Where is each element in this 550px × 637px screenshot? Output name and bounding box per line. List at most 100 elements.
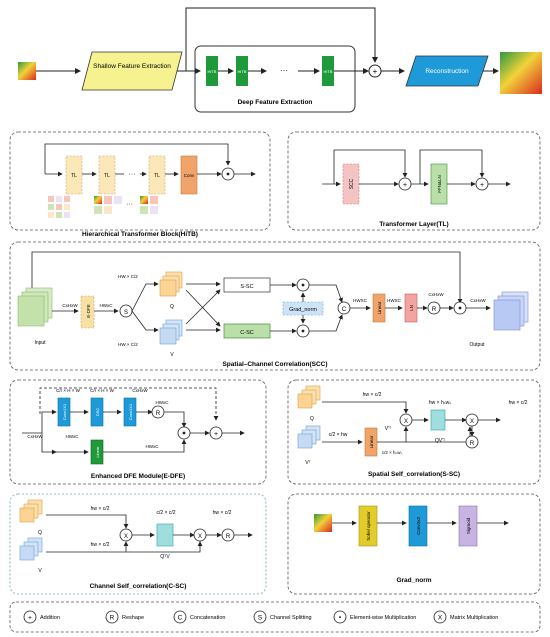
svg-text:HWXC: HWXC bbox=[387, 298, 401, 303]
shallow-feature-block bbox=[81, 51, 183, 91]
edfe-block bbox=[80, 295, 95, 329]
svg-text:TL: TL bbox=[104, 173, 110, 179]
svg-text:hw × c/2: hw × c/2 bbox=[363, 392, 382, 398]
svg-text:Input: Input bbox=[34, 340, 46, 346]
svg-text:+: + bbox=[403, 182, 407, 189]
ssc-reshape-node bbox=[465, 435, 479, 449]
legend-label-5: Matrix Multiplication bbox=[450, 615, 498, 621]
svg-text:Vᵀ: Vᵀ bbox=[305, 460, 311, 466]
v-tensor bbox=[159, 327, 177, 345]
svg-text:TL: TL bbox=[154, 173, 160, 179]
ssc-softmax-block bbox=[430, 409, 446, 431]
svg-text:HW × C/2: HW × C/2 bbox=[118, 274, 138, 279]
svg-text:hw × c/2: hw × c/2 bbox=[91, 506, 110, 512]
svg-text:C-SC: C-SC bbox=[240, 330, 253, 336]
svg-text:hw × c/2: hw × c/2 bbox=[91, 542, 110, 548]
svg-text:Conv1X1: Conv1X1 bbox=[128, 403, 133, 420]
hitb-block-n bbox=[322, 56, 334, 86]
sigmoid-block bbox=[458, 505, 478, 547]
svg-text:Linear: Linear bbox=[369, 435, 374, 448]
legend-symbol-text-0: + bbox=[28, 615, 32, 622]
svg-text:+: + bbox=[214, 431, 218, 438]
hitb-block-1 bbox=[206, 56, 218, 86]
legend-symbol-5 bbox=[433, 610, 447, 624]
grad-norm-panel: Sobel operator Conv3x3 Sigmoid Grad_norm bbox=[287, 493, 541, 595]
svg-text:+: + bbox=[480, 182, 484, 189]
conv3x3-block bbox=[408, 505, 428, 547]
svg-text:V′ᵀ: V′ᵀ bbox=[385, 426, 392, 432]
output-image-icon bbox=[500, 52, 542, 94]
svg-text:···: ··· bbox=[126, 201, 133, 208]
svg-text:R: R bbox=[156, 411, 161, 417]
svg-text:hw × c/2: hw × c/2 bbox=[213, 510, 232, 516]
svg-text:CxHxW: CxHxW bbox=[27, 434, 43, 439]
svg-text:Q: Q bbox=[38, 530, 42, 536]
svg-text:Grad_norm: Grad_norm bbox=[289, 307, 317, 313]
grad-norm-title: Grad_norm bbox=[396, 577, 431, 584]
csc-softmax-block bbox=[156, 523, 174, 547]
svg-text:Q: Q bbox=[170, 304, 174, 310]
svg-text:Conv: Conv bbox=[184, 173, 195, 178]
svg-text:LN: LN bbox=[409, 305, 414, 311]
overview-pipeline: Shallow Feature Extraction HiTB HiTB ···… bbox=[18, 7, 542, 113]
svg-text:X: X bbox=[198, 534, 202, 540]
svg-text:FFN&LN: FFN&LN bbox=[437, 175, 442, 193]
svg-text:+: + bbox=[373, 67, 378, 76]
svg-text:X: X bbox=[404, 419, 408, 425]
hitb-title: Hierarchical Transformer Block(HiTB) bbox=[82, 231, 198, 238]
legend-symbol-text-3: S bbox=[258, 615, 263, 622]
svg-text:Sigmoid: Sigmoid bbox=[466, 517, 471, 534]
legend-label-3: Channel Splitting bbox=[270, 615, 312, 621]
svg-text:R: R bbox=[432, 307, 437, 313]
svg-text:HiTB: HiTB bbox=[208, 69, 217, 74]
ssc-panel: Q hw × c/2 Vᵀ c/2 × hw Linear V′ᵀ c/2 × … bbox=[287, 379, 541, 485]
csc-v-tensor bbox=[19, 545, 35, 561]
tl-block-n bbox=[148, 155, 166, 195]
svg-text:HiTB: HiTB bbox=[324, 69, 333, 74]
svg-text:···: ··· bbox=[129, 171, 136, 178]
svg-text:HWXC: HWXC bbox=[353, 298, 367, 303]
legend-symbol-2 bbox=[173, 610, 187, 624]
svg-text:QᵀV: QᵀV bbox=[160, 554, 170, 560]
legend-symbol-text-2: C bbox=[178, 615, 183, 622]
ssc-v-tensor bbox=[297, 433, 313, 449]
scc-title: Spatial–Channel Correlation(SCC) bbox=[222, 361, 327, 368]
svg-text:HW × C/2: HW × C/2 bbox=[118, 342, 138, 347]
svg-text:HWxC: HWxC bbox=[146, 444, 160, 449]
legend-symbol-text-1: R bbox=[110, 615, 115, 622]
hitb-panel: TL TL ··· TL Conv ··· Hierarchical Trans… bbox=[9, 131, 271, 238]
scc-panel: Input CxHxW E-DFE HWxC S HW × C/2 HW × C… bbox=[9, 241, 541, 371]
edfe-panel: C/r × H × W C/r × H × W CxHxW CxHxW Conv… bbox=[9, 379, 267, 485]
legend-symbol-4 bbox=[333, 610, 347, 624]
attention-patterns: ··· bbox=[48, 196, 158, 218]
svg-text:DSC: DSC bbox=[95, 408, 100, 417]
legend-symbol-text-4: • bbox=[339, 615, 342, 622]
ssc-title: Spatial Self_correlation(S-SC) bbox=[368, 471, 460, 478]
legend-label-1: Reshape bbox=[122, 615, 144, 621]
svg-text:c/2 × hₛwₛ: c/2 × hₛwₛ bbox=[382, 450, 403, 455]
svg-text:X: X bbox=[124, 534, 128, 540]
tl-panel: SCC + FFN&LN + Transformer Layer(TL) bbox=[287, 131, 541, 231]
ssc-q-tensor bbox=[297, 393, 313, 409]
svg-text:Conv3x3: Conv3x3 bbox=[416, 517, 421, 535]
svg-text:S-SC: S-SC bbox=[240, 284, 253, 290]
shallow-label: Shallow Feature Extraction bbox=[93, 63, 171, 70]
svg-text:C/r × H × W: C/r × H × W bbox=[90, 388, 115, 393]
output-tensor bbox=[493, 299, 521, 331]
svg-text:Output: Output bbox=[469, 342, 485, 348]
legend-label-0: Addition bbox=[40, 615, 60, 621]
svg-text:C: C bbox=[342, 307, 347, 313]
svg-text:CxHxW: CxHxW bbox=[62, 303, 78, 308]
input-tensor bbox=[17, 295, 45, 327]
svg-text:V: V bbox=[170, 352, 174, 358]
grad-input-image bbox=[314, 514, 332, 532]
deep-feature-title: Deep Feature Extraction bbox=[238, 99, 313, 106]
q-tensor bbox=[159, 279, 177, 297]
svg-text:Sobel operator: Sobel operator bbox=[366, 511, 371, 541]
hitb-block-2 bbox=[236, 56, 248, 86]
tl-block-1 bbox=[65, 155, 83, 195]
svg-text:QV′ᵀ: QV′ᵀ bbox=[435, 438, 446, 444]
svg-text:HiTB: HiTB bbox=[238, 69, 247, 74]
edfe-title: Enhanced DFE Module(E-DFE) bbox=[91, 473, 185, 480]
